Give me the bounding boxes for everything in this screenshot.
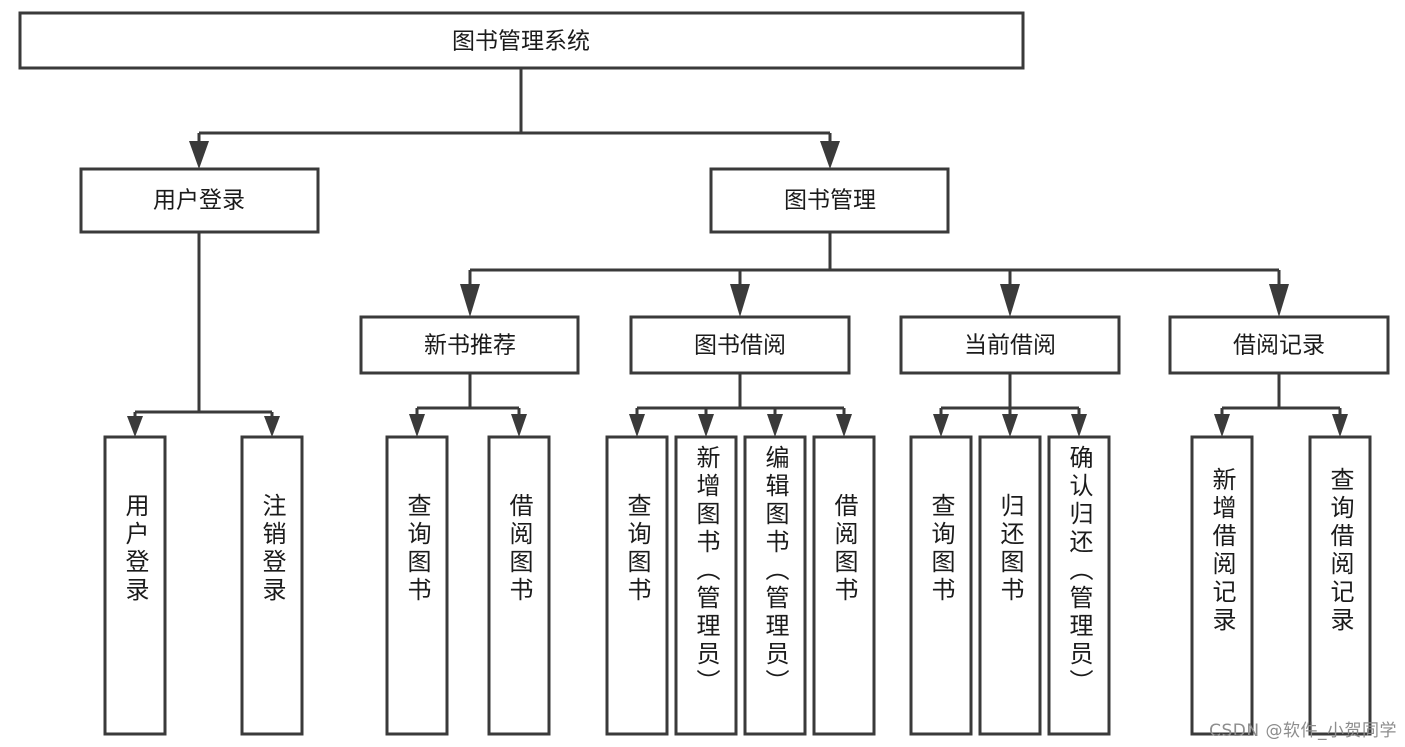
leaf-rec-add-box[interactable] <box>1190 435 1254 736</box>
node-new-book-rec-label: 新书推荐 <box>424 333 516 359</box>
connector-borrowrecord-to-leaves <box>1214 373 1348 437</box>
node-book-manage-box[interactable] <box>709 167 950 234</box>
node-book-borrow[interactable]: 图书借阅 <box>629 315 851 375</box>
node-root-box[interactable] <box>18 11 1025 70</box>
arrow-leaf-borrow-edit <box>767 414 783 437</box>
arrow-leaf-cur-confirm <box>1071 414 1087 437</box>
arrow-leaf-cur-query <box>933 414 949 437</box>
arrow-current-borrow <box>1000 284 1020 317</box>
leaf-rec-query-box[interactable] <box>385 435 449 736</box>
node-current-borrow[interactable]: 当前借阅 <box>899 315 1121 375</box>
node-book-manage-label: 图书管理 <box>784 188 876 214</box>
arrow-leaf-cur-return <box>1002 414 1018 437</box>
node-new-book-rec-box[interactable] <box>359 315 580 375</box>
leaf-borrow-edit-box[interactable] <box>743 435 807 736</box>
node-book-manage[interactable]: 图书管理 <box>709 167 950 234</box>
leaf-borrow-lend-box[interactable] <box>812 435 876 736</box>
node-book-borrow-box[interactable] <box>629 315 851 375</box>
arrow-book-borrow <box>730 284 750 317</box>
arrow-user-login <box>189 141 209 169</box>
node-root[interactable]: 图书管理系统 <box>18 11 1025 70</box>
leaf-cur-confirm-box[interactable] <box>1047 435 1111 736</box>
leaf-cur-query-box[interactable] <box>909 435 973 736</box>
node-book-borrow-label: 图书借阅 <box>694 333 786 359</box>
node-current-borrow-box[interactable] <box>899 315 1121 375</box>
leaf-borrow-query-box[interactable] <box>605 435 669 736</box>
leaf-cur-return-box[interactable] <box>978 435 1042 736</box>
node-current-borrow-label: 当前借阅 <box>964 333 1056 359</box>
connector-bookmanage-to-level3 <box>460 232 1289 317</box>
arrow-leaf-borrow-query <box>629 414 645 437</box>
node-borrow-record-label: 借阅记录 <box>1233 333 1325 359</box>
arrow-leaf-rec-add <box>1214 414 1230 437</box>
leaf-user-login-box[interactable] <box>103 435 167 736</box>
connector-newbookrec-to-leaves <box>409 373 527 437</box>
arrow-new-book-rec <box>460 284 480 317</box>
arrow-book-manage <box>820 141 840 169</box>
leaf-borrow-add-box[interactable] <box>674 435 738 736</box>
arrow-leaf-rec-query-rec <box>1332 414 1348 437</box>
arrow-leaf-user-logout <box>264 416 280 437</box>
connector-root-to-level2 <box>189 68 840 169</box>
connector-bookborrow-to-leaves <box>629 373 852 437</box>
node-new-book-rec[interactable]: 新书推荐 <box>359 315 580 375</box>
node-user-login[interactable]: 用户登录 <box>79 167 320 234</box>
leaf-rec-query-rec-box[interactable] <box>1308 435 1372 736</box>
arrow-leaf-user-login <box>127 416 143 437</box>
node-borrow-record-box[interactable] <box>1168 315 1390 375</box>
arrow-borrow-record <box>1269 284 1289 317</box>
arrow-leaf-rec-query <box>409 414 425 437</box>
leaf-rec-borrow-box[interactable] <box>487 435 551 736</box>
leaf-boxes <box>103 435 1372 736</box>
leaf-user-logout-box[interactable] <box>240 435 304 736</box>
node-user-login-box[interactable] <box>79 167 320 234</box>
arrow-leaf-borrow-add <box>698 414 714 437</box>
connector-userlogin-to-leaves <box>127 232 280 437</box>
node-user-login-label: 用户登录 <box>153 188 245 214</box>
node-borrow-record[interactable]: 借阅记录 <box>1168 315 1390 375</box>
node-root-label: 图书管理系统 <box>452 29 590 55</box>
connector-currentborrow-to-leaves <box>933 373 1087 437</box>
arrow-leaf-rec-borrow <box>511 414 527 437</box>
arrow-leaf-borrow-lend <box>836 414 852 437</box>
